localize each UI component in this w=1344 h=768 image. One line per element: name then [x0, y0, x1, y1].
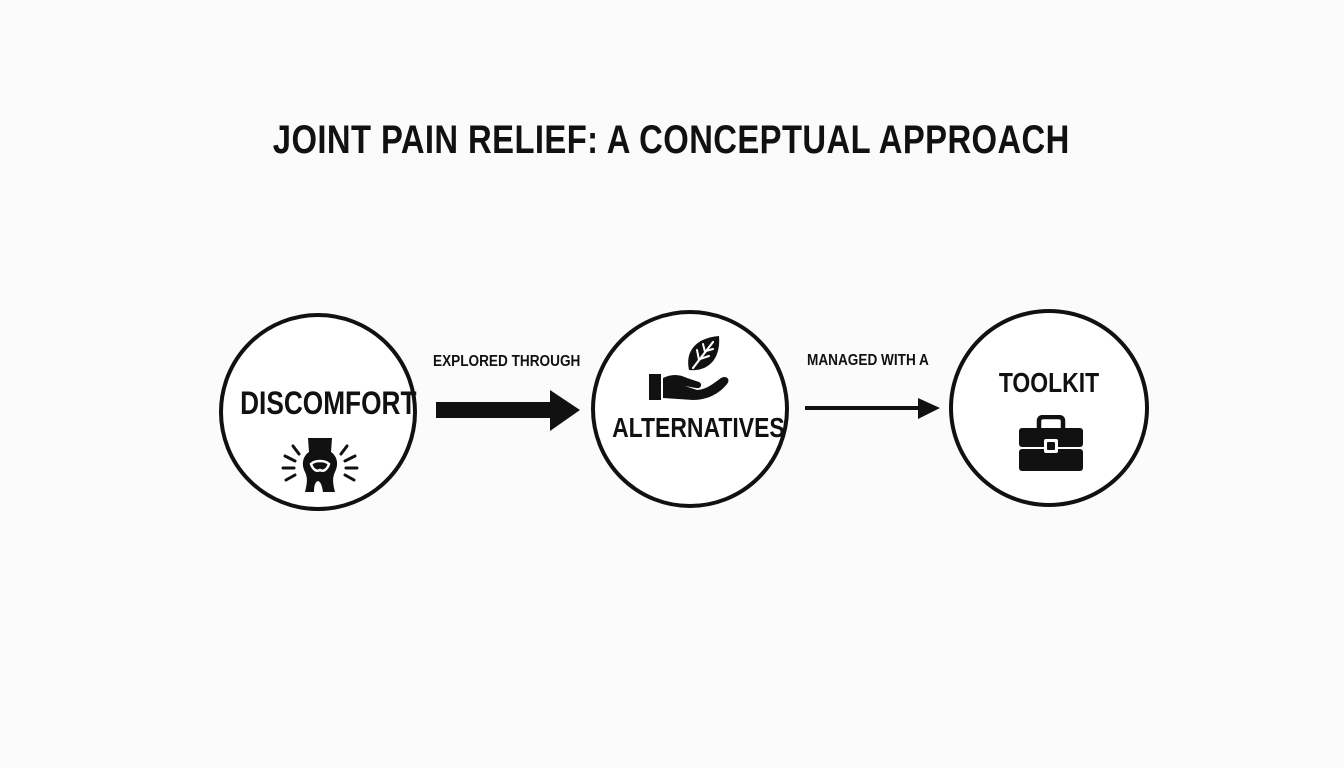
edge-label-managed-with-a: MANAGED WITH A: [807, 352, 929, 369]
hand-holding-leaf-icon: [649, 336, 729, 400]
node-alternatives: ALTERNATIVES: [591, 310, 789, 508]
node-alternatives-label: ALTERNATIVES: [612, 412, 785, 443]
node-toolkit: TOOLKIT: [949, 309, 1149, 507]
knee-joint-pain-icon: [281, 438, 359, 492]
thin-arrow: [805, 398, 940, 419]
node-discomfort-label: DISCOMFORT: [240, 385, 417, 421]
thick-arrow: [436, 390, 580, 431]
node-discomfort: DISCOMFORT: [219, 313, 417, 511]
node-toolkit-label: TOOLKIT: [998, 367, 1100, 398]
edge-label-explored-through: EXPLORED THROUGH: [433, 353, 581, 370]
diagram-title: JOINT PAIN RELIEF: A CONCEPTUAL APPROACH: [272, 118, 1070, 162]
briefcase-toolkit-icon: [1019, 415, 1083, 471]
